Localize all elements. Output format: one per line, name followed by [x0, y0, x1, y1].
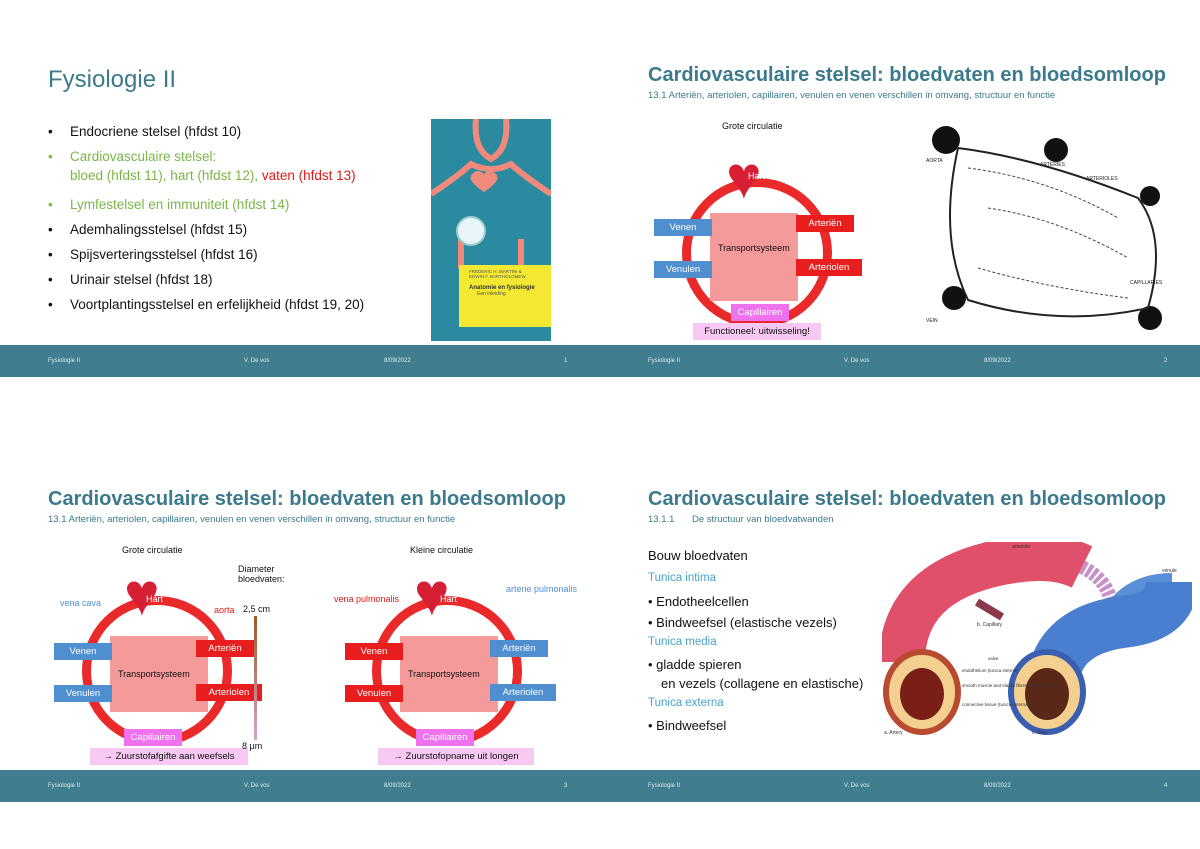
sketch-label: ARTERIOLES [1086, 176, 1118, 182]
list-item: Endocriene stelsel (hfdst 10) [48, 122, 364, 147]
topic-list: Endocriene stelsel (hfdst 10) Cardiovasc… [48, 122, 364, 320]
body-outline-icon [431, 119, 551, 269]
venulen-box: Venulen [654, 261, 712, 278]
slide-title: Cardiovasculaire stelsel: bloedvaten en … [648, 64, 1166, 86]
functioneel-box: Functioneel: uitwisseling! [693, 323, 821, 340]
footer-bar: Fysiologie II V. De vos 8/09/2022 1 [0, 345, 600, 377]
sketch-label: AORTA [926, 158, 943, 164]
venen-box: Venen [54, 643, 112, 660]
heart-icon: ♥ [124, 561, 160, 628]
slide-3: Cardiovasculaire stelsel: bloedvaten en … [0, 424, 600, 848]
slide-subtitle: De structuur van bloedvatwanden [692, 514, 834, 525]
book-cover: FREDERIC H. MARTINI & EDWIN F. BARTHOLOM… [431, 119, 551, 341]
list-item: Spijsverteringsstelsel (hfdst 16) [48, 245, 364, 270]
book-label: FREDERIC H. MARTINI & EDWIN F. BARTHOLOM… [459, 265, 551, 327]
section-heading: Bouw bloedvaten [648, 548, 748, 563]
heart-icon: ♥ [726, 144, 762, 211]
heart-label: Hart [440, 594, 458, 604]
slide-title: Cardiovasculaire stelsel: bloedvaten en … [648, 488, 1166, 510]
arterien-box: Arteriën [490, 640, 548, 657]
zuurstof-opname-box: → Zuurstofopname uit longen [378, 748, 534, 765]
figure-label: valve [988, 656, 999, 661]
arteriolen-box: Arteriolen [196, 684, 262, 701]
slide-1: Fysiologie II Endocriene stelsel (hfdst … [0, 0, 600, 424]
venen-box: Venen [654, 219, 712, 236]
slide-title: Cardiovasculaire stelsel: bloedvaten en … [48, 488, 566, 510]
footer-bar: Fysiologie II V. De vos 8/09/2022 3 [0, 770, 600, 802]
list-item: • Endotheelcellen [648, 594, 749, 609]
tunica-externa: Tunica externa [648, 697, 724, 709]
blood-vessel-icon: arteriole venule b. Capillary a. Artery … [879, 535, 1198, 736]
sketch-label: VEIN [926, 318, 938, 324]
slide-2: Cardiovasculaire stelsel: bloedvaten en … [600, 0, 1200, 424]
figure-label: endothelium (tunica interna) [962, 668, 1018, 673]
transport-core [400, 636, 498, 712]
diameter-top: 2,5 cm [243, 604, 271, 614]
heart-icon: ♥ [414, 561, 450, 628]
transport-core [710, 213, 798, 301]
capillairen-box: Capillairen [416, 729, 474, 746]
slide-4: Cardiovasculaire stelsel: bloedvaten en … [600, 424, 1200, 848]
slide-subtitle-number: 13.1.1 [648, 514, 675, 525]
list-item: Cardiovasculaire stelsel: bloed (hfdst 1… [48, 147, 364, 195]
list-item: • Bindweefsel (elastische vezels) [648, 615, 837, 630]
venen-box: Venen [345, 643, 403, 660]
transport-core [110, 636, 208, 712]
transport-label: Transportsysteem [718, 243, 790, 253]
list-item: en vezels (collagene en elastische) [661, 676, 864, 691]
diagram-title: Grote circulatie [722, 121, 783, 131]
list-item: Voortplantingsstelsel en erfelijkheid (h… [48, 295, 364, 320]
diameter-bottom: 8 µm [242, 741, 263, 751]
list-item: Lymfestelsel en immuniteit (hfdst 14) [48, 195, 364, 220]
arterien-box: Arteriën [796, 215, 854, 232]
arteriolen-box: Arteriolen [796, 259, 862, 276]
transport-label: Transportsysteem [118, 669, 190, 679]
list-item: Urinair stelsel (hfdst 18) [48, 270, 364, 295]
figure-label: smooth muscle and elastic fibres (tunica… [962, 683, 1058, 688]
circulation-sketch: AORTA ARTERIES ARTERIOLES CAPILLARIES VE… [918, 118, 1184, 340]
slide-subtitle: 13.1 Arteriën, arteriolen, capillairen, … [648, 90, 1056, 101]
diameter-bar [254, 616, 257, 740]
sketch-label: CAPILLARIES [1130, 280, 1163, 286]
aorta-label: aorta [214, 605, 235, 615]
tunica-intima: Tunica intima [648, 572, 716, 584]
zuurstof-afgifte-box: → Zuurstofafgifte aan weefsels [90, 748, 248, 765]
slide-title: Fysiologie II [48, 66, 177, 93]
figure-label: arteriole [1012, 544, 1030, 550]
capillairen-box: Capillairen [731, 304, 789, 321]
capillairen-box: Capillairen [124, 729, 182, 746]
heart-label: Hart [146, 594, 164, 604]
figure-label: connective tissue (tunica externa) [962, 702, 1030, 707]
venulen-box: Venulen [345, 685, 403, 702]
tunica-media: Tunica media [648, 636, 717, 648]
arteriolen-box: Arteriolen [490, 684, 556, 701]
venulen-box: Venulen [54, 685, 112, 702]
footer-bar: Fysiologie II V. De vos 8/09/2022 4 [600, 770, 1200, 802]
list-item: • gladde spieren [648, 657, 742, 672]
diagram-title: Kleine circulatie [410, 545, 474, 555]
arterien-box: Arteriën [196, 640, 254, 657]
figure-label: venule [1162, 568, 1177, 574]
slide-subtitle: 13.1 Arteriën, arteriolen, capillairen, … [48, 514, 456, 525]
transport-label: Transportsysteem [408, 669, 480, 679]
figure-label: c. Vein [1032, 730, 1047, 736]
vena-cava-label: vena cava [60, 598, 102, 608]
heart-label: Hart [748, 171, 766, 181]
diagram-title: Grote circulatie [122, 545, 183, 555]
list-item: Ademhalingsstelsel (hfdst 15) [48, 220, 364, 245]
vena-pulmonalis-label: vena pulmonalis [334, 594, 400, 604]
figure-label: b. Capillary [977, 622, 1003, 628]
figure-label: a. Artery [884, 730, 903, 736]
sketch-label: ARTERIES [1040, 162, 1066, 168]
list-item: • Bindweefsel [648, 718, 727, 733]
circulation-sketch-icon: AORTA ARTERIES ARTERIOLES CAPILLARIES VE… [926, 126, 1163, 330]
footer-bar: Fysiologie II V. De vos 8/09/2022 2 [600, 345, 1200, 377]
vessel-figure: arteriole venule b. Capillary a. Artery … [879, 535, 1198, 738]
arteria-pulmonalis-label: arterie pulmonalis [506, 584, 578, 594]
